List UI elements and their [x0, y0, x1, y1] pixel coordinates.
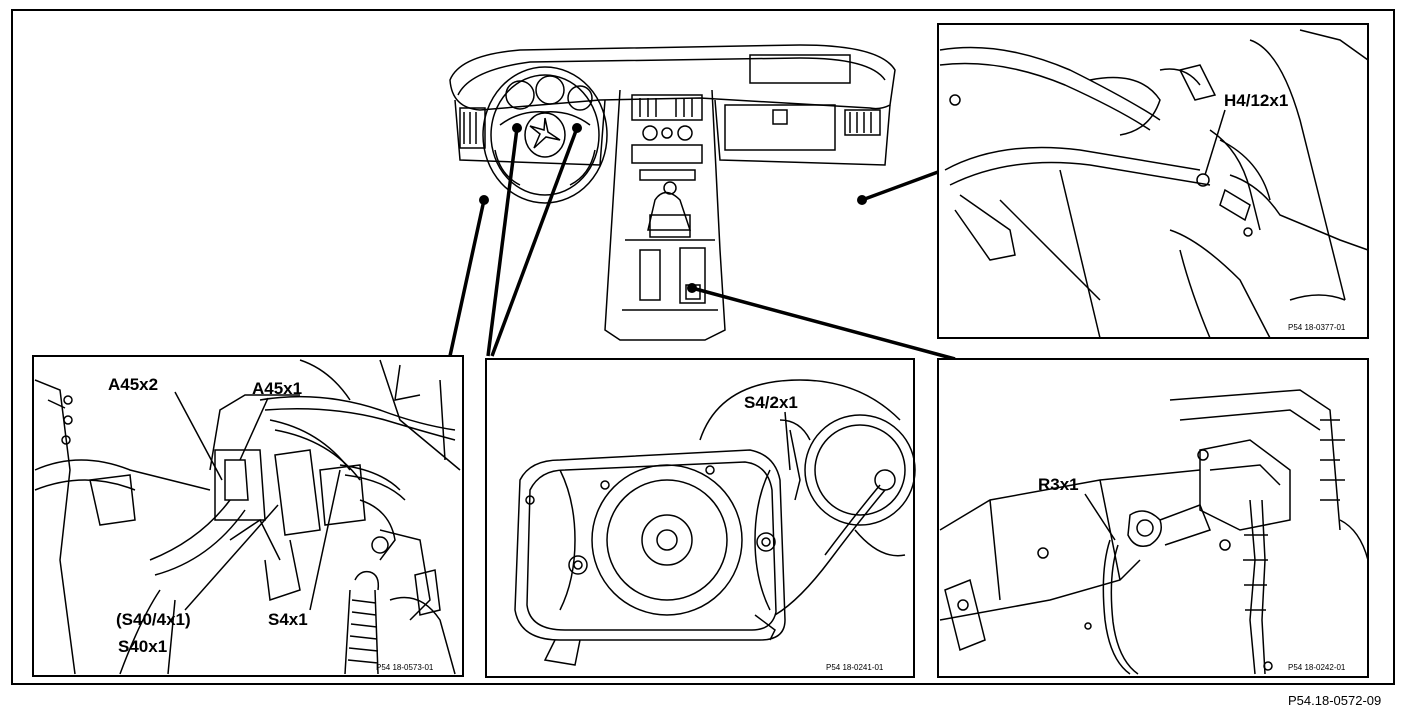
- dashboard-overview: [449, 44, 896, 341]
- label-r3x1: R3x1: [1038, 475, 1079, 494]
- label-s4-2x1: S4/2x1: [744, 393, 798, 412]
- figure-code: P54.18-0572-09: [1288, 693, 1382, 708]
- ref-bottom-left: P54 18-0573-01: [376, 663, 434, 672]
- panel-bottom-right: [937, 358, 1369, 678]
- ref-bottom-right: P54 18-0242-01: [1288, 663, 1346, 672]
- panel-top-right: [937, 23, 1369, 339]
- label-a45x1: A45x1: [252, 379, 303, 398]
- label-s40-4x1: (S40/4x1): [116, 610, 191, 629]
- label-pointers: [174, 109, 1226, 611]
- label-h4-12x1: H4/12x1: [1224, 91, 1289, 110]
- outer-frame: [11, 9, 1395, 685]
- label-s40x1: S40x1: [118, 637, 168, 656]
- ref-top-right: P54 18-0377-01: [1288, 323, 1346, 332]
- ref-bottom-middle: P54 18-0241-01: [826, 663, 884, 672]
- leader-lines: [448, 127, 956, 361]
- leader-dots: [479, 123, 867, 293]
- label-a45x2: A45x2: [108, 375, 159, 394]
- panel-bottom-middle: [485, 358, 916, 678]
- panel-bottom-left: [32, 355, 464, 677]
- label-s4x1: S4x1: [268, 610, 308, 629]
